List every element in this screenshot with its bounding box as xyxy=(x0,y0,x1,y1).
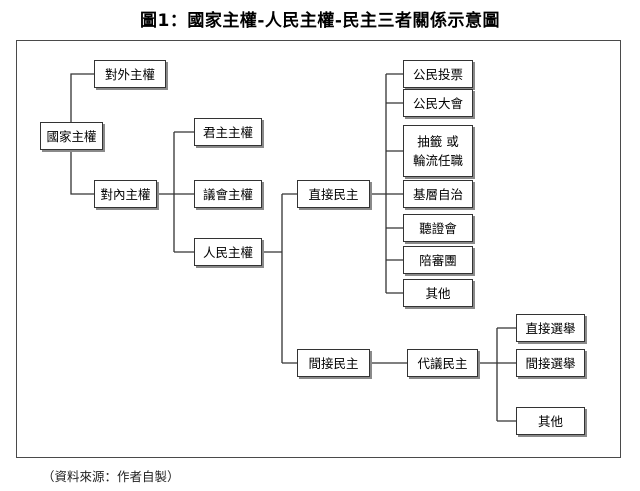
node-guojia-zhuquan: 國家主權 xyxy=(40,122,103,150)
diagram-title: 圖1：國家主權-人民主權-民主三者關係示意圖 xyxy=(140,11,500,31)
node-duinei-zhuquan: 對內主權 xyxy=(94,180,157,208)
node-qita-election: 其他 xyxy=(516,407,585,435)
node-daiyi-minzhu: 代議民主 xyxy=(407,349,478,377)
node-duiwai-zhuquan: 對外主權 xyxy=(94,60,166,88)
connector-duinei xyxy=(157,131,194,253)
connector-daiyi xyxy=(478,327,516,422)
connector-zhijie xyxy=(370,73,403,294)
node-jiceng-zizhi: 基層自治 xyxy=(403,180,473,208)
node-gongmin-toupiao: 公民投票 xyxy=(403,60,473,88)
source-note: （資料來源：作者自製） xyxy=(42,469,180,484)
node-gongmin-dahui: 公民大會 xyxy=(403,89,473,117)
node-peishen-tuan: 陪審團 xyxy=(403,246,473,274)
node-yihui-zhuquan: 議會主權 xyxy=(194,180,262,208)
node-qita-direct: 其他 xyxy=(403,279,473,307)
node-zhijie-xuanju: 直接選舉 xyxy=(516,314,585,342)
connector-renmin xyxy=(262,193,297,364)
node-zhijie-minzhu: 直接民主 xyxy=(297,180,370,208)
diagram-frame xyxy=(16,40,621,458)
connector-guojia xyxy=(70,73,94,195)
node-chouqian-lunliu: 抽籤 或 輪流任職 xyxy=(403,125,473,177)
node-junzhu-zhuquan: 君主主權 xyxy=(194,118,262,146)
node-jianjie-xuanju: 間接選舉 xyxy=(516,349,585,377)
node-jianjie-minzhu: 間接民主 xyxy=(297,349,370,377)
node-renmin-zhuquan: 人民主權 xyxy=(194,238,262,266)
node-tingzheng-hui: 聽證會 xyxy=(403,214,473,242)
